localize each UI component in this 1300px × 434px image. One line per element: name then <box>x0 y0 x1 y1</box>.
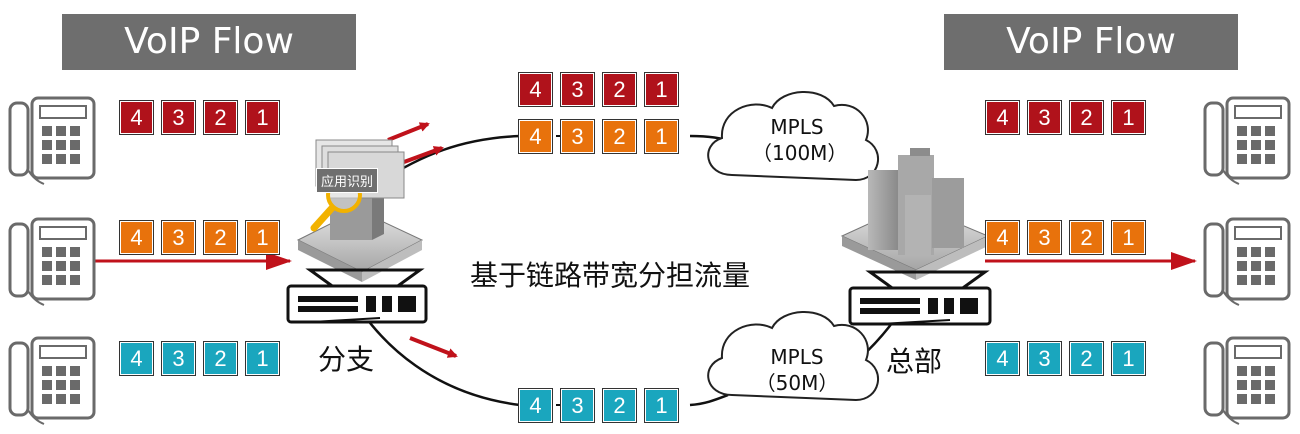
packet-teal: 2 <box>1070 342 1103 375</box>
voip-flow-banner-left: VoIP Flow <box>62 14 356 70</box>
packet-teal: 3 <box>561 389 594 422</box>
telephone-icon <box>1203 336 1291 425</box>
cloud-top-label: MPLS （100M） <box>752 114 848 166</box>
packet-red: 4 <box>519 73 552 106</box>
headquarters-router-icon <box>848 270 992 326</box>
telephone-icon <box>1203 217 1291 306</box>
telephone-icon <box>8 217 96 306</box>
packet-orange: 3 <box>1028 221 1061 254</box>
packet-red: 4 <box>986 101 1019 134</box>
packet-red: 3 <box>162 101 195 134</box>
packet-teal: 4 <box>986 342 1019 375</box>
packet-red: 2 <box>1070 101 1103 134</box>
cloud-bottom-label: MPLS （50M） <box>752 344 842 396</box>
packet-teal: 3 <box>1028 342 1061 375</box>
telephone-icon <box>1203 96 1291 185</box>
packet-red: 1 <box>645 73 678 106</box>
packet-orange: 4 <box>120 221 153 254</box>
cloud-bottom-line2: （50M） <box>755 371 839 395</box>
packet-teal: 1 <box>246 342 279 375</box>
headquarters-building-icon <box>840 148 990 280</box>
packet-red: 4 <box>120 101 153 134</box>
packet-teal: 1 <box>1112 342 1145 375</box>
packet-red: 2 <box>204 101 237 134</box>
cloud-top-line2: （100M） <box>752 141 848 165</box>
center-caption: 基于链路带宽分担流量 <box>470 259 751 292</box>
packet-red: 3 <box>1028 101 1061 134</box>
packet-orange: 3 <box>561 120 594 153</box>
packet-orange: 2 <box>603 120 636 153</box>
branch-label: 分支 <box>318 343 375 376</box>
packet-teal: 4 <box>519 389 552 422</box>
app-recognition-badge: 应用识别 <box>316 168 379 193</box>
packet-teal: 2 <box>603 389 636 422</box>
cloud-icon <box>707 91 879 182</box>
packet-orange: 1 <box>1112 221 1145 254</box>
packet-teal: 4 <box>120 342 153 375</box>
flow-arrows <box>387 122 458 358</box>
packet-orange: 2 <box>1070 221 1103 254</box>
packet-teal: 2 <box>204 342 237 375</box>
packet-teal: 1 <box>645 389 678 422</box>
packet-red: 3 <box>561 73 594 106</box>
voip-flow-banner-right: VoIP Flow <box>944 14 1238 70</box>
packet-red: 1 <box>246 101 279 134</box>
telephone-icon <box>8 96 96 185</box>
packet-orange: 2 <box>204 221 237 254</box>
packet-orange: 1 <box>246 221 279 254</box>
cloud-icon <box>707 311 879 402</box>
packet-red: 2 <box>603 73 636 106</box>
hq-label: 总部 <box>886 345 943 378</box>
telephone-icon <box>8 336 96 425</box>
packet-orange: 1 <box>645 120 678 153</box>
packet-teal: 3 <box>162 342 195 375</box>
packet-red: 1 <box>1112 101 1145 134</box>
packet-orange: 4 <box>986 221 1019 254</box>
cloud-bottom-line1: MPLS <box>770 345 824 369</box>
packet-orange: 4 <box>519 120 552 153</box>
packet-orange: 3 <box>162 221 195 254</box>
cloud-top-line1: MPLS <box>770 115 824 139</box>
